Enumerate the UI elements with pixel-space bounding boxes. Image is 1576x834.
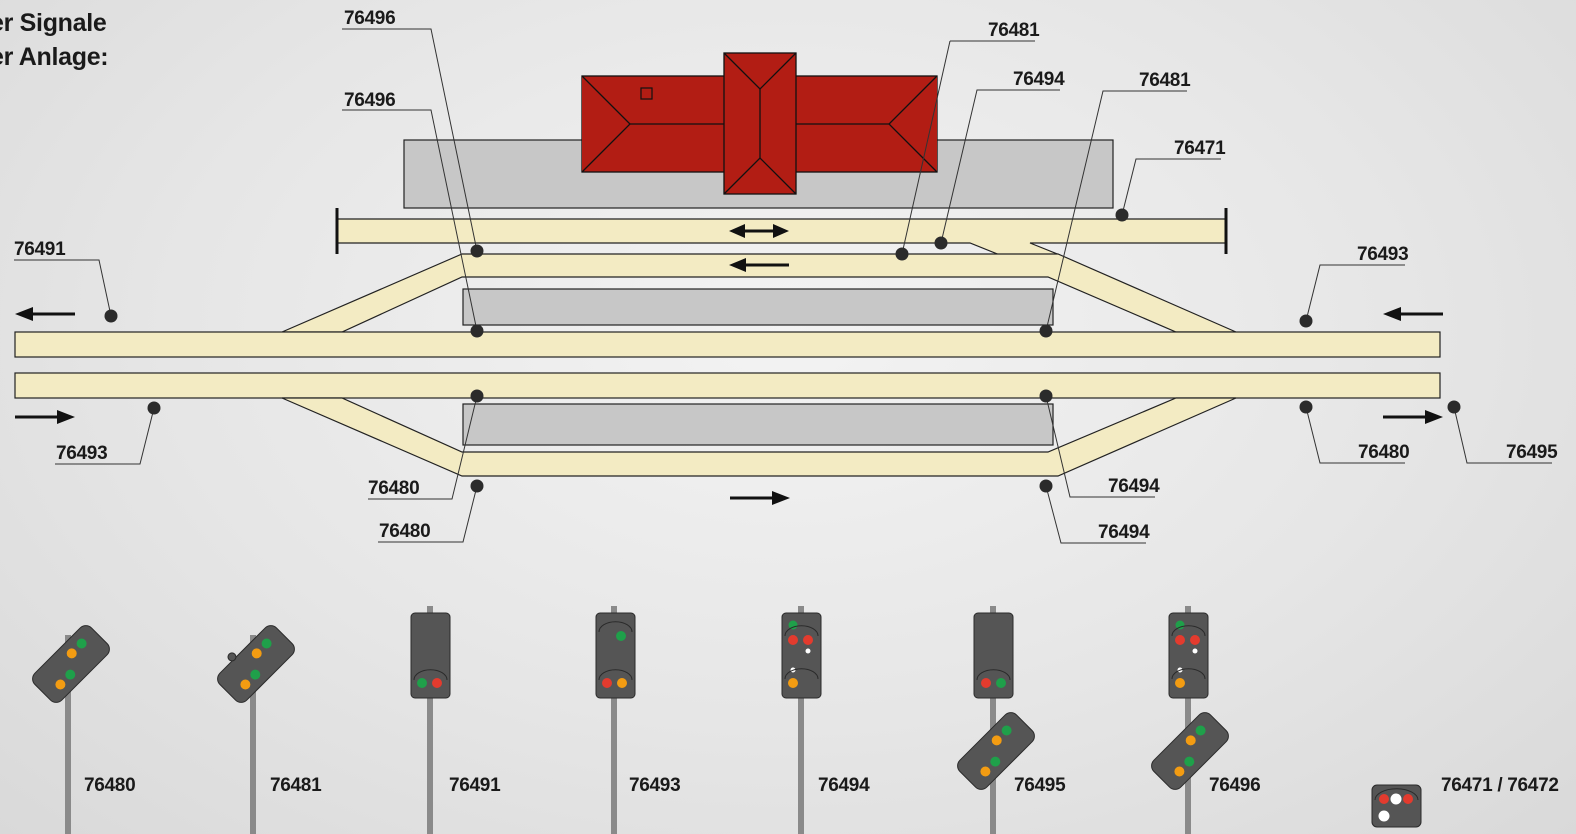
arrow-right-icon bbox=[1383, 410, 1443, 424]
callout-label: 76494 bbox=[1098, 522, 1150, 543]
arrow-right-icon bbox=[730, 491, 790, 505]
signal-dot bbox=[104, 309, 118, 323]
callout-label: 76493 bbox=[56, 443, 107, 464]
signal-dot bbox=[1447, 400, 1461, 414]
signal-dot bbox=[470, 479, 484, 493]
signal-dot bbox=[147, 401, 161, 415]
callout-label: 76471 bbox=[1174, 138, 1226, 159]
arrow-left-icon bbox=[729, 258, 789, 272]
title-line-1: er Signale bbox=[0, 9, 107, 37]
track-main-2 bbox=[14, 372, 1441, 399]
callout-label: 76494 bbox=[1013, 69, 1065, 90]
signal-dot bbox=[1039, 324, 1053, 338]
callout-label: 76494 bbox=[1108, 476, 1160, 497]
signal-position-dots bbox=[104, 208, 1461, 493]
callout-label: 76496 bbox=[344, 90, 395, 111]
legend-label: 76496 bbox=[1209, 775, 1260, 796]
legend-label: 76495 bbox=[1014, 775, 1066, 796]
station-roof bbox=[581, 52, 938, 195]
callout-label: 76491 bbox=[14, 239, 66, 260]
direction-arrows bbox=[15, 224, 1443, 505]
tracks bbox=[14, 208, 1441, 477]
diagram-title: er Signale er Anlage: bbox=[0, 6, 109, 74]
signal-dot bbox=[934, 236, 948, 250]
legend-label: 76491 bbox=[449, 775, 501, 796]
signal-76480-icon bbox=[32, 625, 110, 834]
leader-lines bbox=[14, 28, 1552, 544]
signal-dot bbox=[470, 389, 484, 403]
callout-label: 76480 bbox=[1358, 442, 1409, 463]
legend-label: 76480 bbox=[84, 775, 135, 796]
signal-76494-icon bbox=[781, 606, 822, 834]
callout-label: 76496 bbox=[344, 8, 395, 29]
legend-label: 76471 / 76472 bbox=[1441, 775, 1559, 796]
track-siding bbox=[336, 218, 1227, 256]
signal-dot bbox=[1039, 389, 1053, 403]
track-main-1 bbox=[14, 331, 1441, 358]
platform-lower bbox=[462, 403, 1054, 446]
signal-dot bbox=[470, 324, 484, 338]
callout-label: 76493 bbox=[1357, 244, 1408, 265]
callout-labels: 76496 76496 76481 76494 76481 76471 7649… bbox=[14, 8, 1558, 543]
title-line-2: er Anlage: bbox=[0, 43, 109, 71]
signal-dot bbox=[470, 244, 484, 258]
callout-label: 76481 bbox=[1139, 70, 1191, 91]
signal-76493-icon bbox=[595, 606, 636, 834]
arrow-both-ways-icon bbox=[729, 224, 789, 238]
legend-label: 76494 bbox=[818, 775, 870, 796]
signal-dot bbox=[1299, 314, 1313, 328]
legend-label: 76493 bbox=[629, 775, 680, 796]
signal-dot bbox=[1039, 479, 1053, 493]
signal-76495-icon bbox=[957, 606, 1035, 834]
signal-76481-icon bbox=[217, 625, 295, 834]
signal-76471-icon bbox=[1371, 784, 1422, 828]
signal-legend: 76480 76481 76491 bbox=[32, 606, 1559, 834]
signal-dot bbox=[1115, 208, 1129, 222]
station-building bbox=[403, 52, 1114, 209]
platform-upper bbox=[462, 288, 1054, 326]
signal-76491-icon bbox=[410, 606, 451, 834]
arrow-left-icon bbox=[15, 307, 75, 321]
arrow-left-icon bbox=[1383, 307, 1443, 321]
signal-76496-icon bbox=[1151, 606, 1229, 834]
track-lower-loop bbox=[281, 397, 1237, 477]
callout-label: 76481 bbox=[988, 20, 1040, 41]
signal-dot bbox=[895, 247, 909, 261]
arrow-right-icon bbox=[15, 410, 75, 424]
signal-dot bbox=[1299, 400, 1313, 414]
callout-label: 76495 bbox=[1506, 442, 1558, 463]
callout-label: 76480 bbox=[379, 521, 430, 542]
legend-label: 76481 bbox=[270, 775, 322, 796]
callout-label: 76480 bbox=[368, 478, 419, 499]
